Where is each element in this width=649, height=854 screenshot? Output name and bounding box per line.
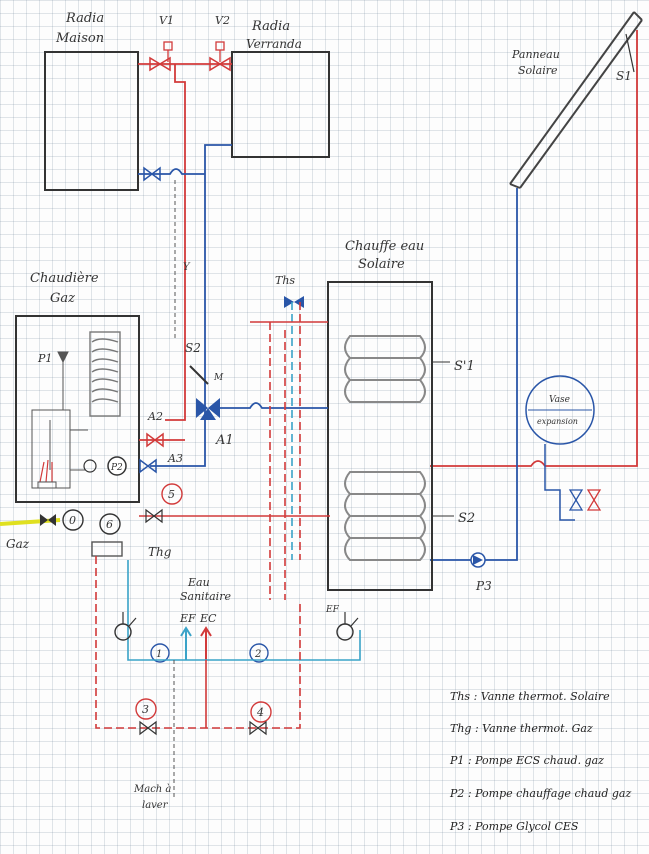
pipe-a1-to-tank: [220, 402, 328, 409]
svg-text:3: 3: [142, 703, 149, 716]
pipes-to-solar-tank: [269, 302, 301, 600]
label-v2: V2: [215, 14, 230, 27]
label-chaudiere-1: Chaudière: [30, 271, 99, 286]
boiler-coil: [89, 331, 121, 417]
expansion-vessel: [525, 375, 595, 521]
marker-6: 6: [99, 513, 121, 535]
legend-item-p2: P2 : Pompe chauffage chaud gaz: [449, 787, 631, 800]
arrow-ec: [200, 626, 212, 660]
marker-0: 0: [62, 509, 84, 531]
burner-flame-icon: [37, 459, 57, 489]
valve-5: [145, 508, 163, 524]
label-a3: A3: [167, 452, 183, 465]
label-y: Y: [183, 262, 191, 273]
legend-item-p1: P1 : Pompe ECS chaud. gaz: [449, 754, 604, 767]
label-chauffe-1: Chauffe eau: [345, 239, 424, 254]
marker-3: 3: [135, 698, 157, 720]
pipe-solar-cold: [430, 188, 518, 561]
label-ec: EC: [199, 612, 217, 625]
label-vase-1: Vase: [549, 395, 570, 405]
solar-water-heater: [327, 281, 433, 591]
label-s2-valve: S2: [185, 341, 201, 355]
sensor-s2: [189, 365, 209, 385]
label-s1-tank: S'1: [454, 359, 475, 374]
legend-item-thg: Thg : Vanne thermot. Gaz: [450, 722, 593, 735]
label-radia-veranda-2: Verranda: [246, 37, 302, 51]
label-p2: P2: [110, 463, 123, 473]
pipe-cold-radiators: [138, 144, 232, 467]
arrow-ef: [180, 626, 192, 660]
faucet-right-icon: [336, 612, 359, 641]
pipe-solar-hot: [430, 30, 638, 467]
marker-1: 1: [150, 643, 170, 663]
label-a2: A2: [147, 410, 163, 423]
label-p3: P3: [475, 579, 492, 593]
label-panneau-2: Solaire: [518, 64, 558, 77]
legend-item-ths: Ths : Vanne thermot. Solaire: [450, 690, 610, 703]
valve-expansion: [568, 489, 602, 511]
faucet-left-icon: [114, 612, 137, 641]
sensor-s1-panel: [625, 33, 635, 73]
marker-2: 2: [249, 643, 269, 663]
svg-text:4: 4: [256, 706, 264, 719]
pump-p2: [107, 456, 127, 476]
legend-item-p3: P3 : Pompe Glycol CES: [449, 820, 579, 833]
coil-lower: [344, 471, 426, 561]
label-ef-small: EF: [325, 605, 340, 615]
valve-gas: [40, 514, 56, 526]
label-v1: V1: [159, 14, 174, 27]
label-vase-2: expansion: [537, 417, 578, 426]
coil-upper: [344, 335, 426, 403]
valve-a3: [139, 458, 157, 474]
valve-bottom-right: [249, 720, 267, 736]
label-eau-1: Eau: [187, 576, 210, 589]
label-gaz: Gaz: [6, 537, 30, 551]
label-eau-2: Sanitaire: [180, 590, 231, 603]
pipe-hot-radiators: [138, 63, 232, 421]
label-radia-veranda-1: Radia: [251, 19, 290, 34]
legend: Ths : Vanne thermot. Solaire Thg : Vanne…: [449, 690, 631, 833]
solar-panel: [509, 11, 643, 189]
label-p1: P1: [37, 352, 52, 365]
label-thg: Thg: [148, 545, 172, 559]
label-s1-panel: S1: [616, 69, 632, 83]
svg-text:2: 2: [254, 649, 261, 660]
valve-radiator-return: [143, 166, 161, 182]
radiator-veranda: [231, 51, 330, 158]
label-ths: Ths: [275, 274, 295, 287]
valve-bottom-left: [139, 720, 157, 736]
label-mach-2: laver: [142, 800, 169, 811]
label-radia-maison-2: Maison: [55, 31, 104, 46]
label-a1: A1: [215, 433, 234, 448]
svg-text:1: 1: [156, 649, 162, 660]
label-m: M: [213, 373, 224, 383]
marker-5: 5: [161, 483, 183, 505]
gas-boiler: [15, 315, 140, 503]
mixing-valve-a1: [196, 398, 220, 420]
label-chaudiere-2: Gaz: [50, 291, 75, 306]
label-panneau-1: Panneau: [511, 48, 560, 61]
pipe-hot-loop-dashed: [95, 556, 301, 729]
marker-4: 4: [250, 701, 272, 723]
valve-v2: [209, 41, 231, 72]
boiler-internal: [31, 351, 88, 489]
label-ef: EF: [179, 612, 196, 625]
label-radia-maison-1: Radia: [65, 11, 104, 26]
pipe-cold-distribution: [127, 560, 361, 661]
label-chauffe-2: Solaire: [358, 257, 405, 272]
label-mach-1: Mach à: [133, 784, 171, 795]
svg-text:5: 5: [168, 488, 175, 501]
svg-text:0: 0: [69, 514, 76, 527]
valve-thg: [91, 541, 123, 557]
valve-v1: [149, 41, 173, 72]
valve-ths: [284, 296, 304, 308]
svg-text:6: 6: [106, 518, 113, 531]
label-s2-tank: S2: [458, 511, 475, 526]
radiator-maison: [44, 51, 139, 191]
pump-p3: [470, 552, 486, 568]
